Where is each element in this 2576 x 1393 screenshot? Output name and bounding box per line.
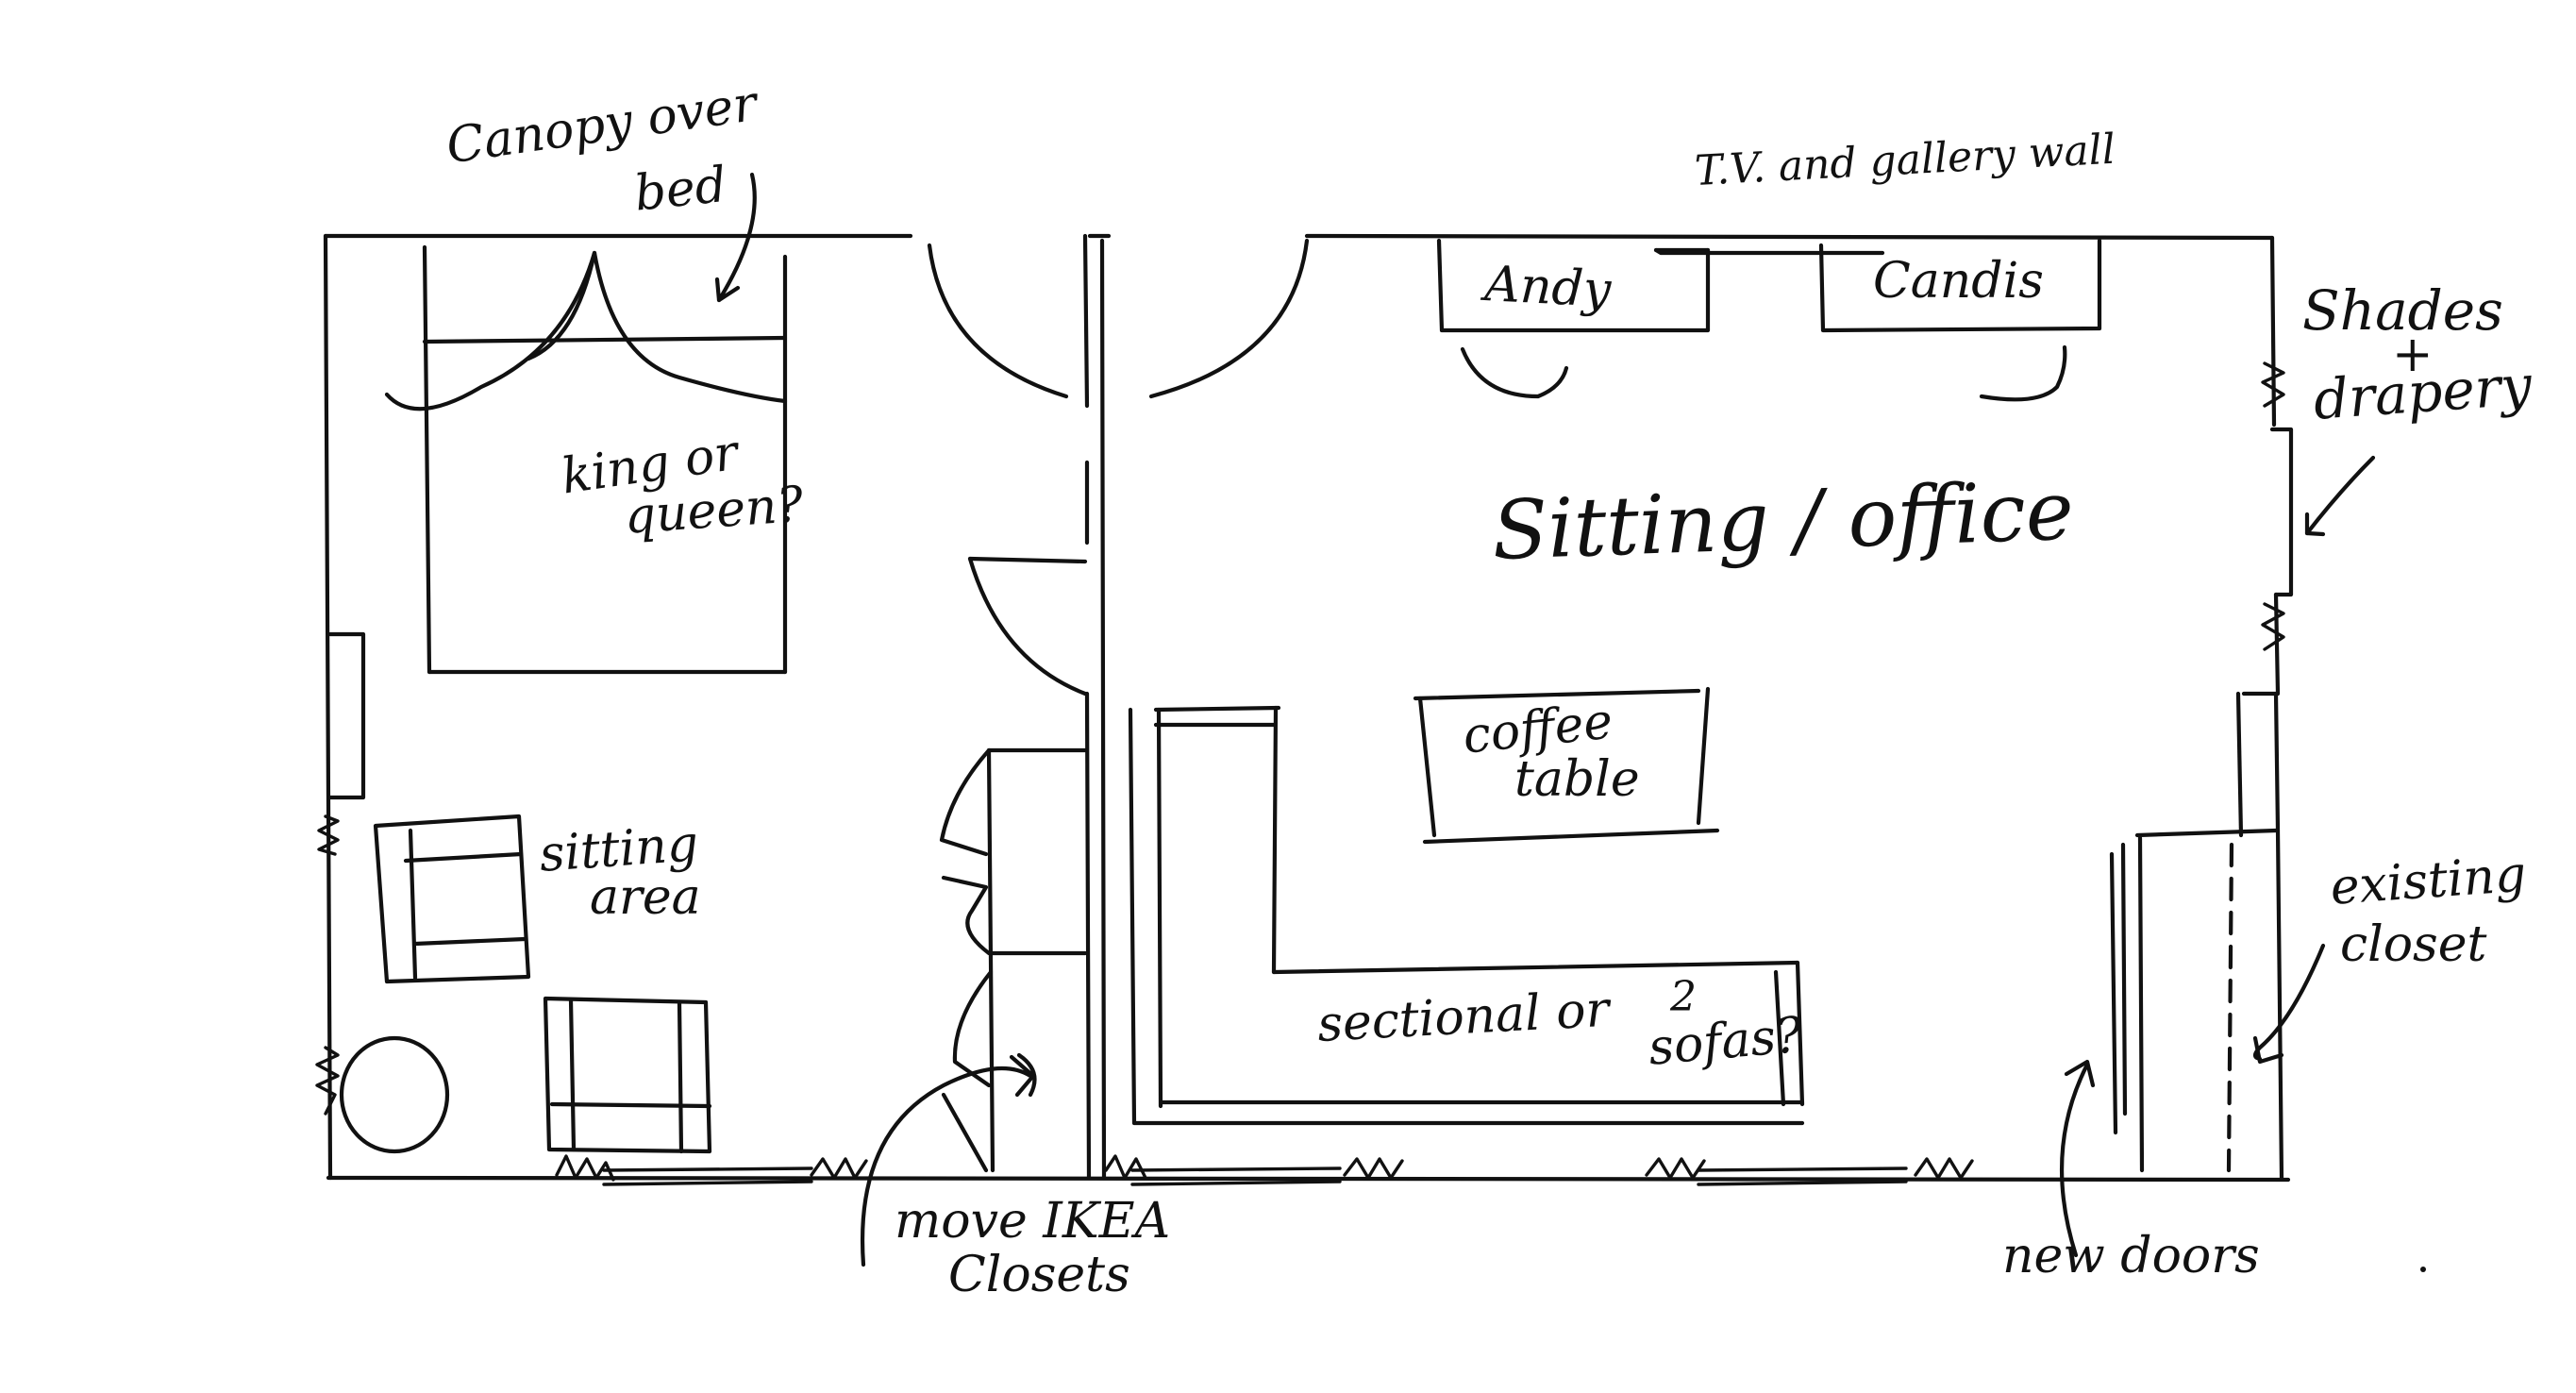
stray-dot [2420, 1267, 2426, 1272]
existing-closet [2109, 691, 2281, 1173]
desk-andy [1436, 238, 1711, 399]
door-swing-hall-right [1087, 233, 1310, 1181]
round-side-table [339, 1035, 450, 1154]
canopy-label-line2: bed [631, 156, 729, 223]
ikea-label-line2: Closets [948, 1247, 1130, 1303]
canopy-arrow [714, 172, 757, 303]
existing-closet-label-line2: closet [2340, 916, 2487, 973]
ikea-arrow [861, 1052, 1037, 1267]
new-doors-label: new doors [2002, 1228, 2260, 1284]
door-swing-hall-left [927, 233, 1090, 409]
sitting-area-label-line2: area [590, 869, 701, 926]
existing-closet-label-line1: existing [2328, 846, 2529, 916]
desk-label-andy: Andy [1483, 256, 1613, 319]
sectional-sofa [1128, 705, 1805, 1126]
shades-label-line3: drapery [2311, 352, 2534, 432]
bed-label-line2: queen? [622, 476, 806, 545]
exterior-walls [323, 233, 2291, 1183]
desk-candis [1818, 238, 2102, 402]
room-label: Sitting / office [1490, 463, 2076, 579]
shades-label-line1: Shades [2302, 278, 2503, 343]
new-doors-arrow [2060, 1059, 2096, 1258]
sofa-label-superscript: 2 [1670, 973, 1697, 1021]
tv-gallery-wall [1653, 247, 1885, 256]
bedroom-window-unit [327, 631, 366, 800]
ikea-label-line1: move IKEA [895, 1193, 1171, 1250]
bed-canopy [384, 250, 788, 411]
window-symbols [315, 361, 2285, 1186]
sofa-label-line2: sofas? [1646, 1006, 1805, 1077]
shades-label-line2: + [2392, 327, 2434, 383]
drapery-arrow [2304, 455, 2376, 537]
coffee-table [1413, 686, 1720, 845]
drapery-panel [2269, 427, 2294, 597]
ikea-closets [939, 747, 1088, 1173]
sofa-label-line1: sectional or [1315, 981, 1611, 1053]
armchair-2 [543, 996, 712, 1154]
door-swing-bedroom [967, 460, 1092, 1181]
armchair-1 [373, 814, 531, 984]
bed [422, 244, 788, 675]
coffee-table-label-line2: table [1514, 751, 1640, 808]
desk-label-candis: Candis [1873, 253, 2044, 310]
existing-closet-arrow [2252, 943, 2326, 1065]
